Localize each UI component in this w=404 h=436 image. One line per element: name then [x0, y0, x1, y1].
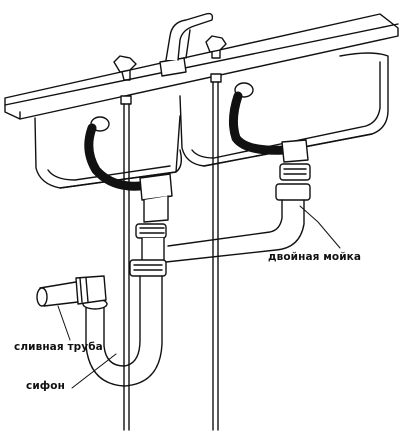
left-drain-fitting [136, 174, 172, 262]
label-siphon: сифон [26, 380, 65, 392]
label-double-sink: двойная мойка [268, 251, 362, 263]
connecting-tube [130, 260, 166, 276]
faucet [114, 14, 226, 80]
leader-lines [58, 206, 340, 388]
countertop [5, 14, 398, 119]
right-drain-fitting [166, 140, 310, 262]
label-drain-pipe: сливная труба [14, 341, 103, 353]
right-overflow-hose [233, 83, 284, 150]
drain-pipe [37, 276, 106, 306]
left-overflow-hose [89, 117, 140, 186]
